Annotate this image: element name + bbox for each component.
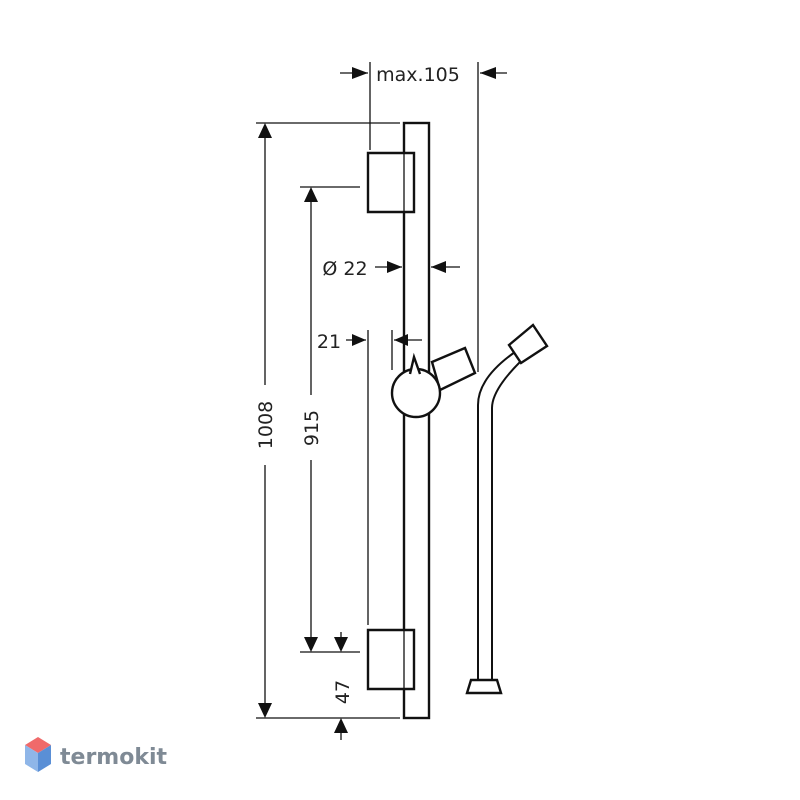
termokit-watermark: termokit bbox=[25, 737, 167, 772]
dimension-47-label: 47 bbox=[332, 680, 354, 704]
dimension-max-105: max.105 bbox=[340, 62, 507, 470]
dimension-915: 915 bbox=[300, 186, 360, 653]
dimension-47: 47 bbox=[332, 632, 354, 740]
dimension-21-label: 21 bbox=[317, 331, 341, 353]
dimension-max-105-label: max.105 bbox=[376, 64, 460, 86]
dimension-915-label: 915 bbox=[301, 410, 323, 446]
shower-hose bbox=[465, 323, 549, 695]
dimension-1008-label: 1008 bbox=[255, 401, 277, 449]
shower-head-holder bbox=[390, 346, 477, 419]
rail-bar bbox=[402, 121, 431, 720]
termokit-logo-text: termokit bbox=[60, 745, 167, 770]
dimension-diameter-22-label: Ø 22 bbox=[322, 258, 367, 280]
bottom-wall-bracket bbox=[366, 628, 416, 691]
termokit-cube-icon bbox=[25, 737, 51, 772]
dimension-21: 21 bbox=[317, 330, 422, 625]
dimension-1008: 1008 bbox=[255, 122, 400, 719]
top-wall-bracket bbox=[366, 151, 416, 214]
dimension-diameter-22: Ø 22 bbox=[322, 258, 460, 280]
